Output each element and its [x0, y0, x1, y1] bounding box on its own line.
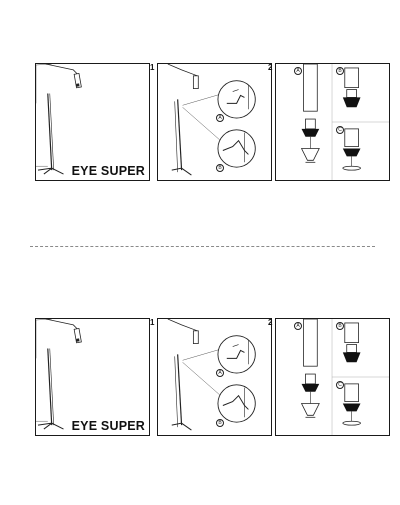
bulb-icon	[305, 373, 316, 385]
callout-b: B	[216, 164, 224, 172]
detail-circle-icon	[217, 80, 256, 119]
step-2-panel: A B C	[275, 63, 390, 181]
floor-lamp-icon	[36, 319, 82, 430]
detail-circle-icon	[217, 335, 256, 374]
cut-line-divider	[30, 246, 375, 247]
step-number: 1	[150, 318, 155, 327]
product-title: EYE SUPER	[71, 164, 145, 178]
bulb-assembly-icon	[300, 319, 389, 435]
instruction-sheet-top: EYE SUPER 1 A B 2	[0, 0, 400, 250]
bulb-icon	[305, 118, 316, 130]
bulb-assembly-icon	[300, 64, 389, 180]
step-number: 2	[268, 318, 273, 327]
assembly-illustration-icon	[167, 319, 256, 431]
step-number: 2	[268, 63, 273, 72]
assembly-illustration-icon	[167, 64, 256, 176]
floor-lamp-icon	[36, 64, 82, 175]
product-panel: EYE SUPER	[35, 63, 150, 181]
step-number: 1	[150, 63, 155, 72]
callout-a: A	[216, 114, 224, 122]
product-panel: EYE SUPER	[35, 318, 150, 436]
step-2-panel: A B C	[275, 318, 390, 436]
step-1-panel: A B	[157, 63, 272, 181]
step-1-panel: A B	[157, 318, 272, 436]
detail-circle-icon	[217, 129, 256, 168]
product-title: EYE SUPER	[71, 419, 145, 433]
callout-b: B	[336, 67, 344, 75]
callout-b: B	[336, 322, 344, 330]
callout-a: A	[216, 369, 224, 377]
callout-b: B	[216, 419, 224, 427]
callout-a: A	[294, 67, 302, 75]
instruction-sheet-bottom: EYE SUPER 1 A B 2	[0, 255, 400, 505]
callout-a: A	[294, 322, 302, 330]
callout-c: C	[336, 381, 344, 389]
callout-c: C	[336, 126, 344, 134]
detail-circle-icon	[217, 384, 256, 423]
